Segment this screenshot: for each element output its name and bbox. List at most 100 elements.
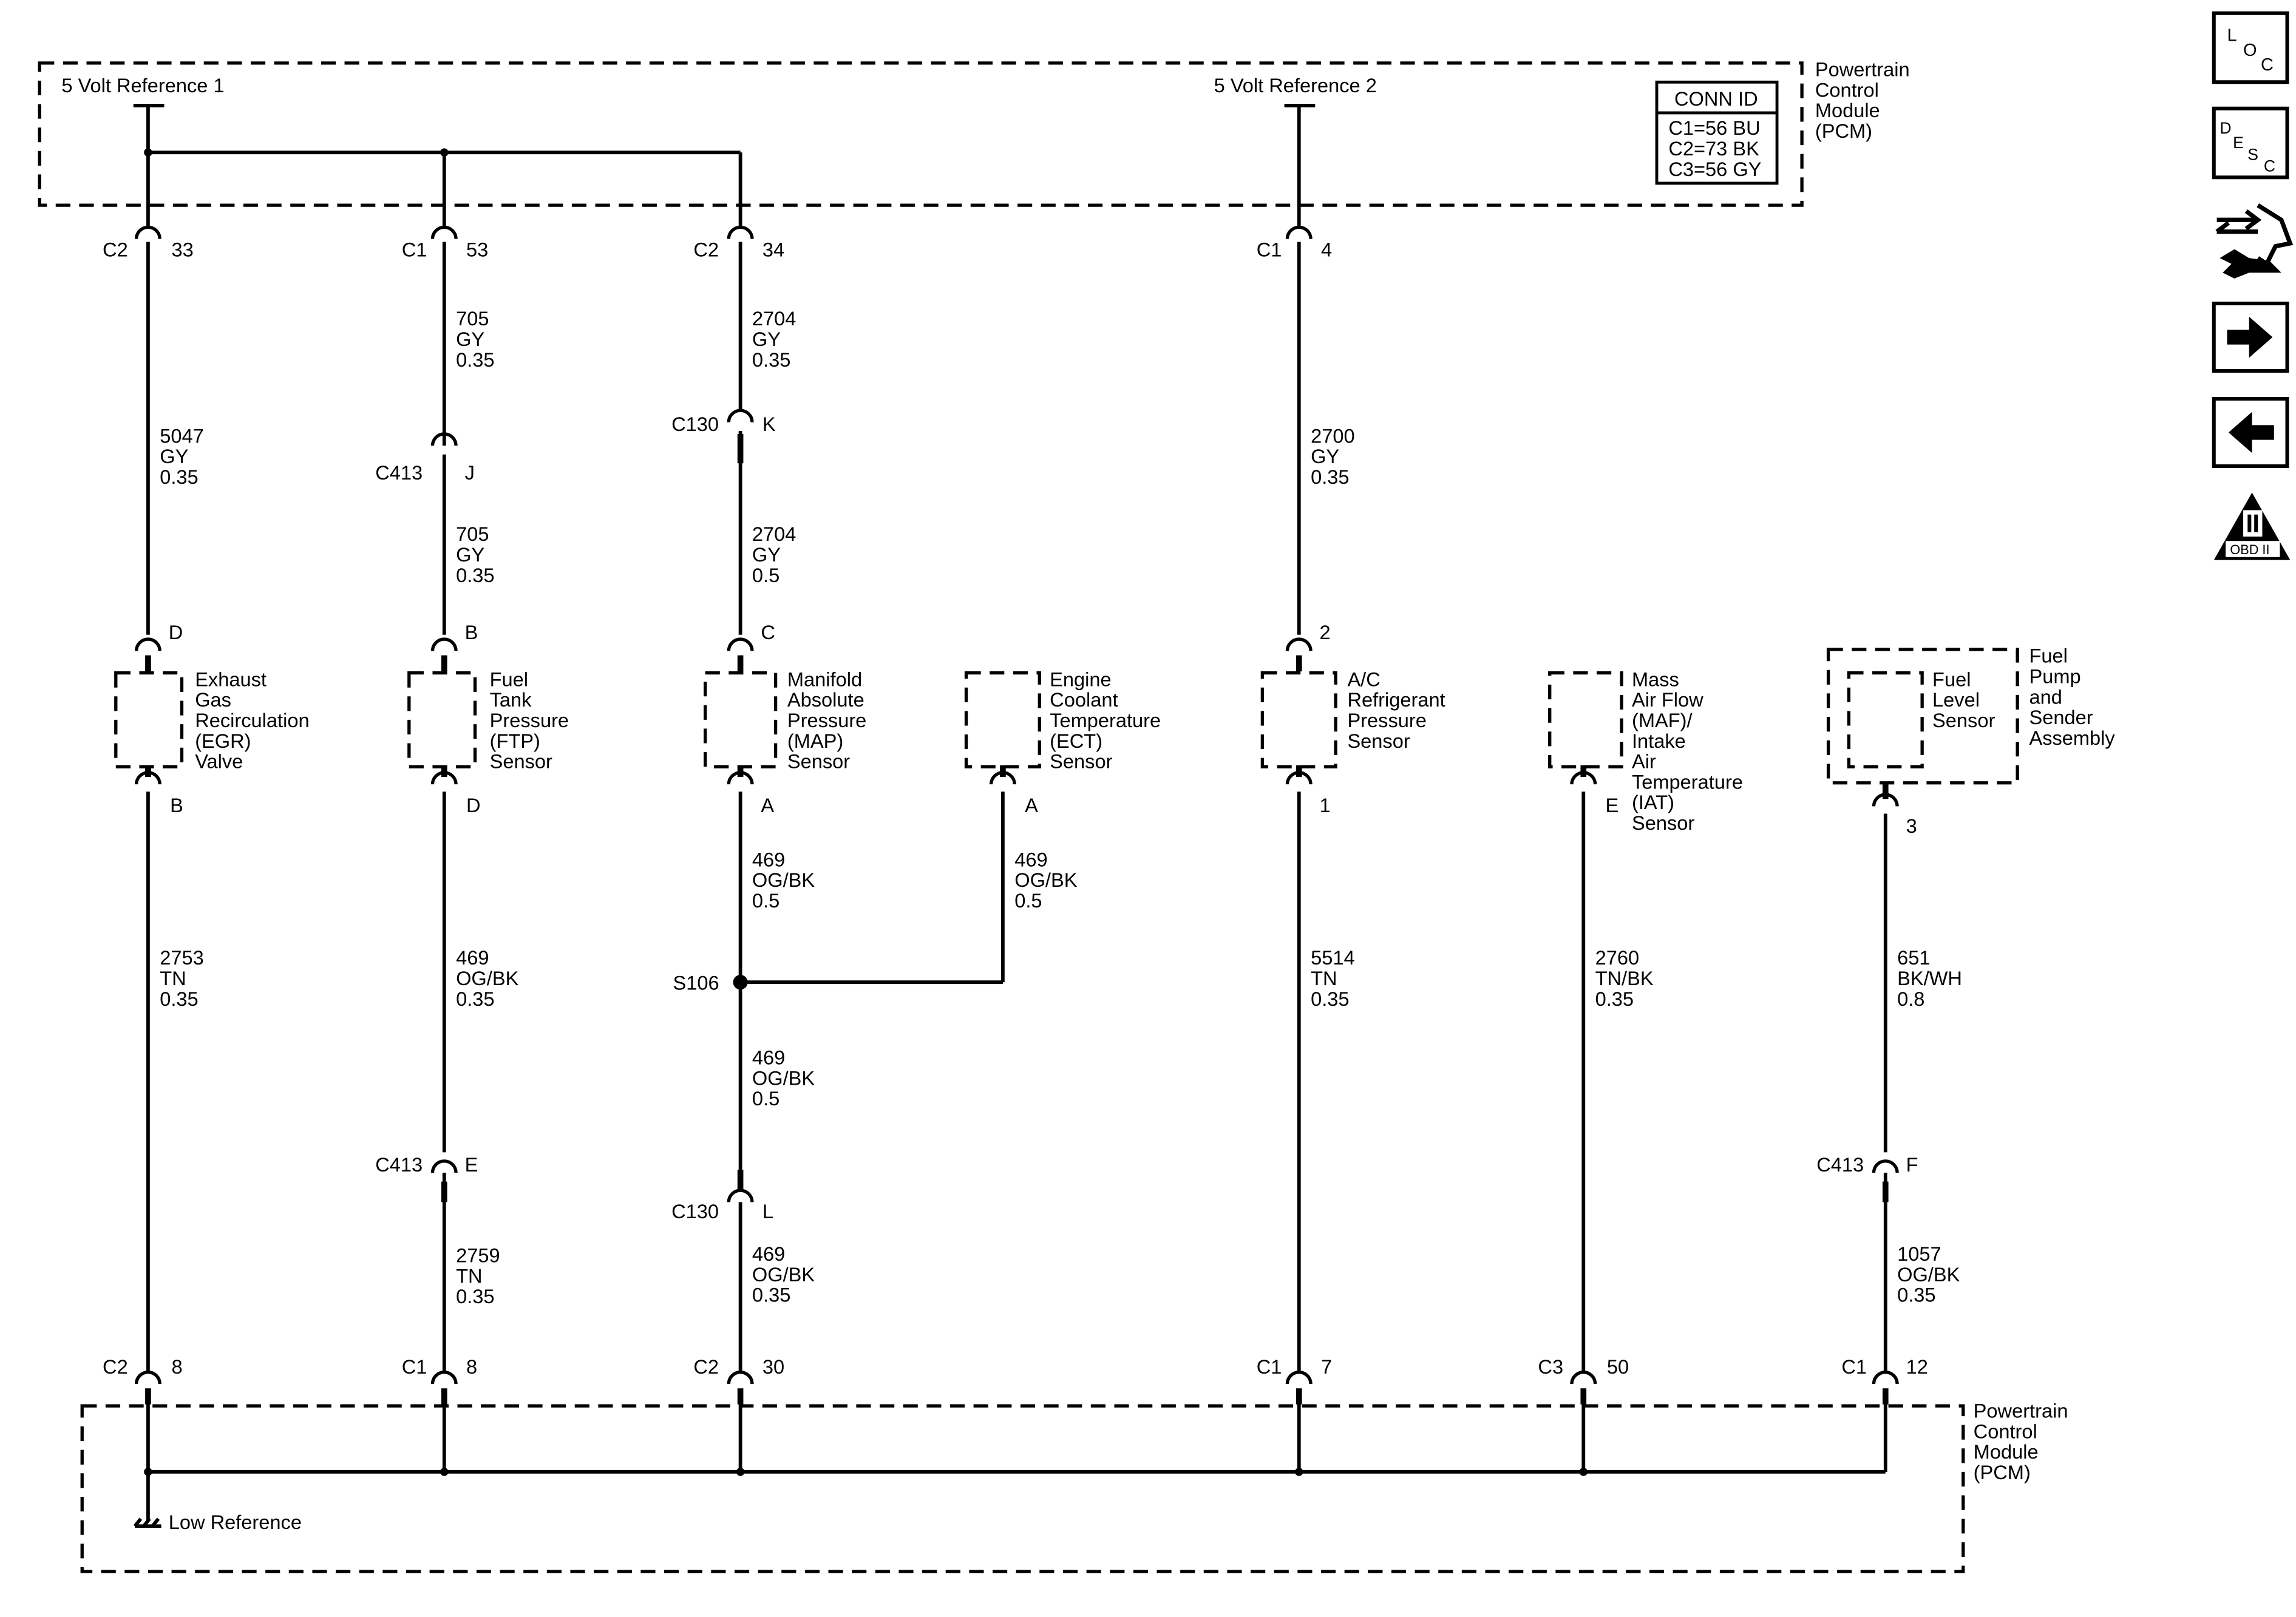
svg-text:Assembly: Assembly	[2029, 727, 2115, 749]
svg-text:0.35: 0.35	[160, 466, 198, 488]
svg-text:0.35: 0.35	[752, 1284, 790, 1306]
svg-text:L: L	[763, 1200, 773, 1222]
svg-text:(MAF)/: (MAF)/	[1632, 709, 1693, 731]
svg-text:Powertrain: Powertrain	[1815, 58, 1910, 81]
pcm-bottom-box	[80, 1404, 1965, 1573]
wire-spec: 469 OG/BK 0.35	[752, 1242, 815, 1306]
svg-text:0.8: 0.8	[1897, 988, 1924, 1010]
svg-text:Temperature: Temperature	[1632, 770, 1743, 793]
nav-sidebar: L O C D E S C OBD	[2212, 11, 2294, 560]
svg-text:GY: GY	[456, 328, 484, 350]
svg-text:C: C	[761, 621, 775, 643]
svg-text:J: J	[465, 461, 475, 484]
desc-icon[interactable]: D E S C	[2212, 106, 2289, 180]
svg-text:TN: TN	[1311, 967, 1337, 989]
svg-text:Sensor: Sensor	[1932, 709, 1995, 731]
wire-spec: 705 GY 0.35	[456, 523, 494, 586]
svg-text:2700: 2700	[1311, 424, 1355, 447]
svg-text:0.5: 0.5	[752, 564, 779, 586]
svg-text:0.35: 0.35	[456, 1285, 494, 1307]
wire-spec: 469 OG/BK 0.5	[752, 848, 815, 912]
svg-text:469: 469	[1014, 848, 1047, 870]
ect-sensor-label: Engine Coolant Temperature (ECT) Sensor	[1050, 668, 1161, 772]
connector-wrench-icon[interactable]	[2215, 203, 2294, 279]
svg-text:D: D	[466, 794, 481, 816]
ftp-sensor-label: Fuel Tank Pressure (FTP) Sensor	[490, 668, 569, 772]
svg-text:2704: 2704	[752, 523, 796, 545]
ftp-sensor-box	[407, 671, 477, 768]
svg-text:3: 3	[1906, 815, 1917, 837]
fuel-pump-assembly-label: Fuel Pump and Sender Assembly	[2029, 645, 2115, 749]
svg-text:Module: Module	[1974, 1440, 2039, 1463]
svg-text:0.35: 0.35	[456, 564, 494, 586]
svg-text:Tank: Tank	[490, 688, 532, 711]
svg-text:705: 705	[456, 523, 489, 545]
svg-text:Fuel: Fuel	[1932, 668, 1971, 690]
ac-pressure-sensor-box	[1260, 671, 1337, 768]
svg-text:S: S	[2247, 145, 2258, 163]
fuel-level-sensor-label: Fuel Level Sensor	[1932, 668, 1995, 731]
svg-text:C2: C2	[103, 239, 128, 261]
svg-text:4: 4	[1321, 239, 1332, 261]
svg-text:0.35: 0.35	[1311, 466, 1349, 488]
svg-text:0.5: 0.5	[752, 1087, 779, 1110]
svg-text:53: 53	[466, 239, 488, 261]
svg-text:OBD II: OBD II	[2230, 542, 2269, 557]
pcm-bottom-label: Powertrain Control Module (PCM)	[1974, 1400, 2068, 1483]
svg-text:50: 50	[1607, 1355, 1629, 1378]
svg-text:Level: Level	[1932, 688, 1980, 711]
svg-text:OG/BK: OG/BK	[752, 1263, 815, 1286]
svg-text:Temperature: Temperature	[1050, 709, 1161, 731]
wire-spec: 1057 OG/BK 0.35	[1897, 1242, 1960, 1306]
svg-text:(EGR): (EGR)	[195, 730, 251, 752]
svg-text:S106: S106	[673, 971, 719, 994]
svg-text:Pressure: Pressure	[490, 709, 569, 731]
wire-spec: 2760 TN/BK 0.35	[1595, 946, 1654, 1010]
svg-text:Absolute: Absolute	[787, 688, 864, 711]
svg-text:0.35: 0.35	[456, 348, 494, 371]
low-reference-label: Low Reference	[169, 1511, 302, 1533]
svg-text:Powertrain: Powertrain	[1974, 1400, 2068, 1422]
svg-text:C: C	[2261, 55, 2274, 75]
svg-text:2704: 2704	[752, 307, 796, 330]
wire-spec: 469 OG/BK 0.5	[752, 1046, 815, 1110]
svg-text:2753: 2753	[160, 946, 204, 969]
loc-icon[interactable]: L O C	[2212, 11, 2289, 84]
pcm-top-box	[38, 61, 1804, 207]
svg-text:Manifold: Manifold	[787, 668, 862, 690]
svg-text:C3=56 GY: C3=56 GY	[1668, 158, 1761, 180]
fuel-level-sensor-box	[1847, 671, 1924, 768]
svg-text:(IAT): (IAT)	[1632, 791, 1674, 813]
egr-valve-box	[114, 671, 184, 768]
svg-text:Air Flow: Air Flow	[1632, 688, 1703, 711]
svg-text:33: 33	[172, 239, 194, 261]
ref1-label: 5 Volt Reference 1	[61, 74, 224, 97]
svg-text:OG/BK: OG/BK	[456, 967, 518, 989]
reference-bus	[133, 103, 1316, 216]
map-sensor-label: Manifold Absolute Pressure (MAP) Sensor	[787, 668, 866, 772]
svg-text:C3: C3	[1538, 1355, 1563, 1378]
svg-text:A: A	[761, 794, 774, 816]
svg-text:K: K	[763, 413, 776, 435]
svg-text:Air: Air	[1632, 750, 1656, 773]
svg-text:Mass: Mass	[1632, 668, 1679, 690]
svg-text:Control: Control	[1974, 1420, 2037, 1442]
svg-text:2759: 2759	[456, 1244, 500, 1267]
arrow-right-icon[interactable]	[2212, 301, 2289, 373]
map-sensor-box	[703, 671, 778, 768]
svg-text:Pressure: Pressure	[787, 709, 866, 731]
svg-text:2: 2	[1320, 621, 1331, 643]
svg-text:Sender: Sender	[2029, 706, 2093, 728]
svg-text:GY: GY	[752, 328, 781, 350]
svg-text:OG/BK: OG/BK	[1897, 1263, 1960, 1286]
obd-ii-icon[interactable]: OBD II	[2213, 492, 2291, 560]
svg-text:GY: GY	[456, 543, 484, 566]
svg-text:C2: C2	[103, 1355, 128, 1378]
svg-text:(FTP): (FTP)	[490, 730, 540, 752]
svg-text:B: B	[465, 621, 478, 643]
arrow-left-icon[interactable]	[2212, 396, 2289, 469]
svg-text:Gas: Gas	[195, 688, 231, 711]
svg-text:GY: GY	[752, 543, 781, 566]
